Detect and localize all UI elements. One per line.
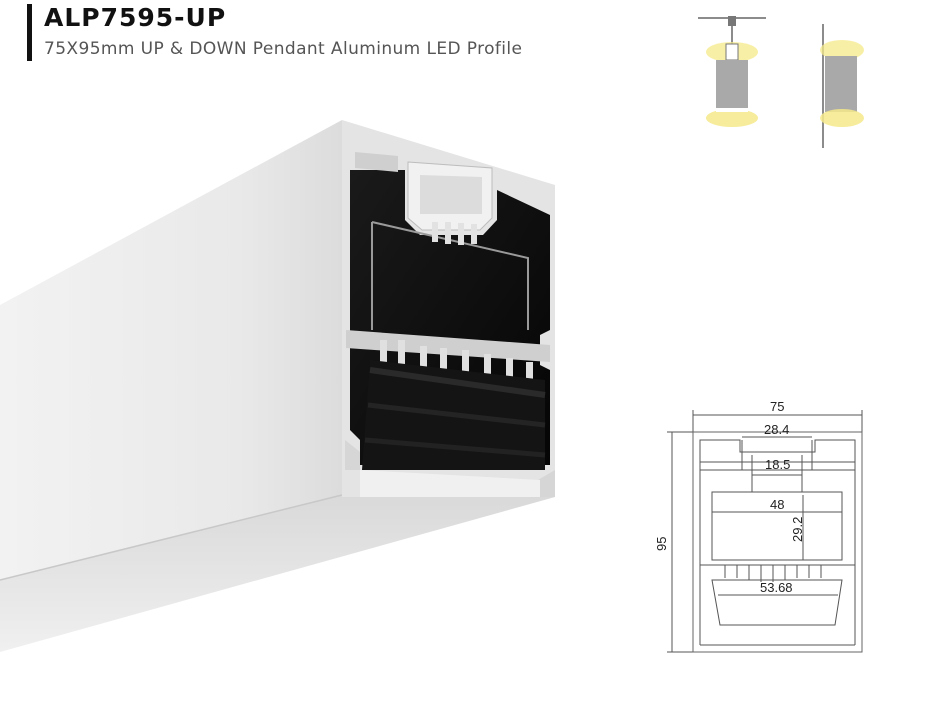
wall-light-icon (820, 24, 864, 148)
profile-cross-section-cavity (345, 152, 555, 497)
dim-width-label: 75 (770, 399, 784, 414)
header-accent-bar (27, 4, 32, 61)
dim-inner-channel-label: 18.5 (765, 457, 790, 472)
profile-bottom-face (0, 495, 555, 652)
product-subtitle: 75X95mm UP & DOWN Pendant Aluminum LED P… (44, 39, 523, 59)
dim-mid-width-label: 48 (770, 497, 784, 512)
dim-top-channel-label: 28.4 (764, 422, 789, 437)
pendant-light-icon (698, 16, 766, 127)
dim-bottom-channel-label: 53.68 (760, 580, 793, 595)
product-title: ALP7595-UP (44, 3, 227, 32)
dim-mid-height-label: 29.2 (790, 517, 805, 542)
dim-height-label: 95 (654, 537, 669, 551)
profile-side-face (0, 120, 342, 580)
